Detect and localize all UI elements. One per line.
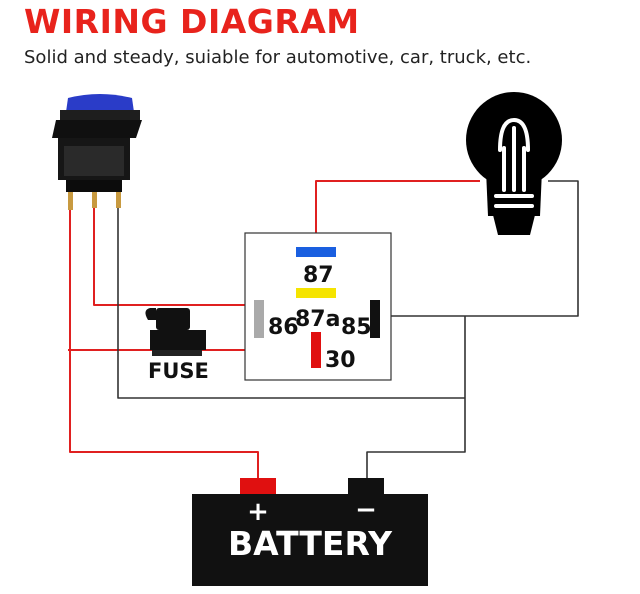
relay-pin-30-label: 30 [325, 348, 356, 373]
battery: + − BATTERY [192, 478, 428, 586]
diagram-subtitle: Solid and steady, suiable for automotive… [24, 47, 532, 68]
relay-pin-85-label: 85 [341, 315, 372, 340]
wire-pin-87-to-bulb [315, 180, 480, 248]
battery-plus-sign: + [247, 497, 269, 527]
wire-switch-to-pin-86 [93, 208, 258, 306]
light-bulb-icon [466, 92, 562, 235]
relay-pin-87-terminal [296, 247, 336, 257]
battery-minus-sign: − [355, 495, 377, 525]
battery-negative-terminal [348, 478, 384, 494]
wire-switch-to-ground [117, 208, 465, 399]
wire-switch-to-battery-positive [69, 210, 259, 478]
fuse-holder-icon [145, 308, 206, 356]
wires [68, 180, 579, 478]
wire-bulb-to-ground [376, 180, 579, 317]
relay-pin-86-label: 86 [268, 315, 299, 340]
diagram-title: WIRING DIAGRAM [24, 2, 360, 41]
wire-ground-to-battery-negative [366, 316, 466, 478]
relay-pin-86-terminal [254, 300, 264, 338]
relay: 87 87a 86 85 30 [244, 232, 392, 381]
relay-pin-87a-label: 87a [295, 307, 340, 332]
battery-positive-terminal [240, 478, 276, 494]
relay-pin-30-terminal [311, 332, 321, 368]
relay-pin-87-label: 87 [303, 263, 334, 288]
battery-label: BATTERY [228, 524, 393, 563]
relay-pin-85-terminal [370, 300, 380, 338]
battery-body [192, 494, 428, 586]
fuse-label: FUSE [148, 359, 209, 383]
rocker-switch-icon [52, 94, 142, 210]
relay-pin-87a-terminal [296, 288, 336, 298]
